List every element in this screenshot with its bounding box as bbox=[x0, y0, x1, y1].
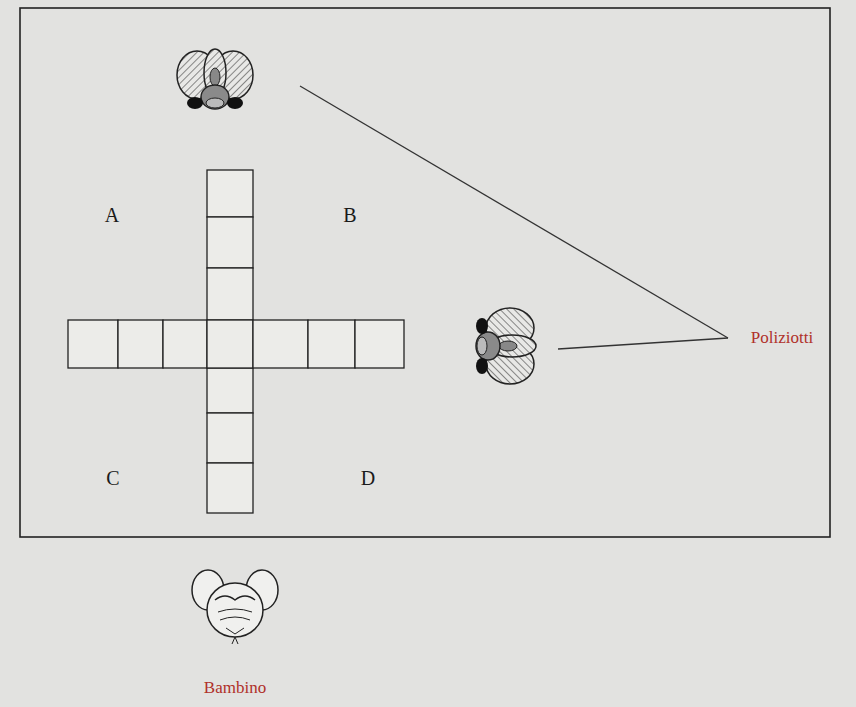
field-border bbox=[20, 8, 830, 537]
quadrant-letter: A bbox=[105, 204, 119, 226]
quadrant-letter: B bbox=[343, 204, 356, 226]
policeman-figure bbox=[177, 49, 253, 109]
quadrant-letter: C bbox=[106, 467, 119, 489]
figure-label: Bambino bbox=[204, 679, 266, 698]
vertical-row bbox=[207, 170, 253, 513]
quadrant-letter: D bbox=[361, 467, 375, 489]
horizontal-row bbox=[68, 320, 404, 368]
leader-line bbox=[300, 86, 728, 349]
policeman-figure bbox=[476, 308, 536, 384]
child-figure bbox=[192, 570, 278, 644]
figure-label: Poliziotti bbox=[751, 329, 813, 348]
